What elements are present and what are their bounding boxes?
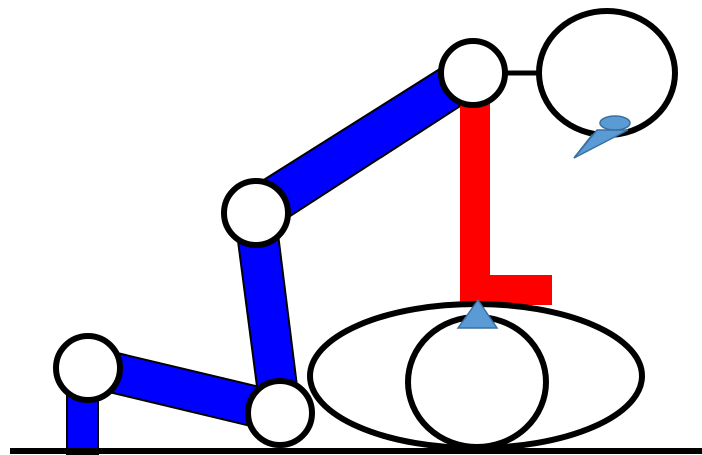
arm-horizontal xyxy=(460,275,552,305)
foot-stub xyxy=(67,395,98,455)
face-marker-dot xyxy=(600,116,630,130)
hip-joint xyxy=(224,181,288,245)
shoulder-joint xyxy=(441,41,505,105)
knee-joint xyxy=(248,381,312,445)
torso-inner-circle xyxy=(408,317,546,447)
foot-joint xyxy=(56,336,120,400)
arm-vertical xyxy=(460,100,490,305)
face-marker-triangle-tip xyxy=(574,130,628,158)
